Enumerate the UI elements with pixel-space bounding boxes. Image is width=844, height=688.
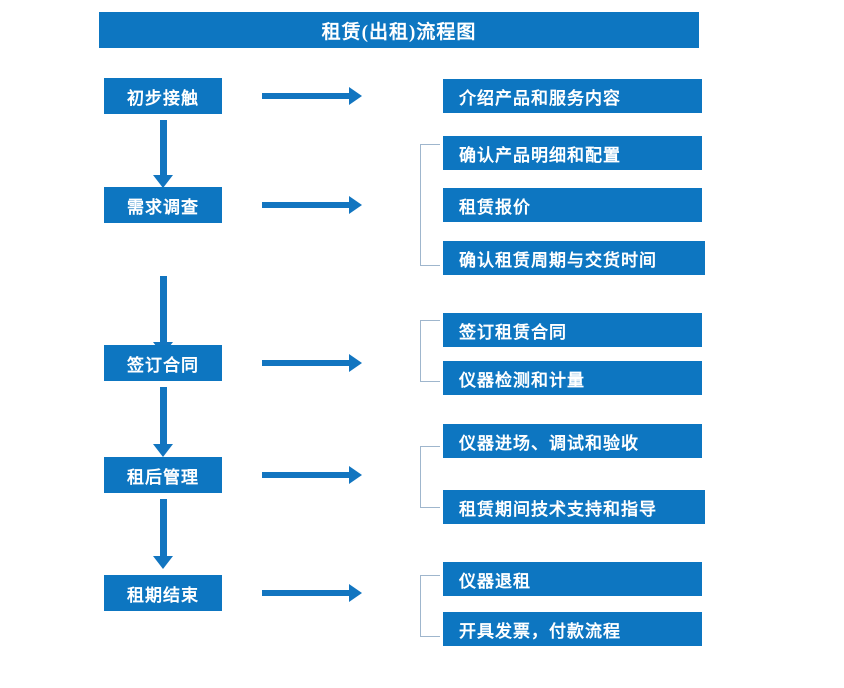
- detail-box-2-2[interactable]: 租赁报价: [443, 188, 702, 222]
- arrow-head: [349, 87, 362, 105]
- group-bracket-4: [420, 446, 440, 508]
- arrow-head: [349, 354, 362, 372]
- detail-box-2-1[interactable]: 确认产品明细和配置: [443, 136, 702, 170]
- arrow-head: [153, 444, 173, 457]
- detail-box-1-1[interactable]: 介绍产品和服务内容: [443, 79, 702, 113]
- arrow-shaft: [262, 472, 349, 478]
- detail-box-5-1[interactable]: 仪器退租: [443, 562, 702, 596]
- arrow-shaft: [160, 120, 167, 176]
- arrow-shaft: [262, 202, 349, 208]
- arrow-head: [349, 466, 362, 484]
- detail-box-4-2[interactable]: 租赁期间技术支持和指导: [443, 490, 705, 524]
- arrow-head: [349, 196, 362, 214]
- stage-box-3[interactable]: 签订合同: [104, 345, 222, 381]
- stage-box-4[interactable]: 租后管理: [104, 457, 222, 493]
- arrow-right-2: [262, 196, 362, 214]
- arrow-right-3: [262, 354, 362, 372]
- detail-box-2-3[interactable]: 确认租赁周期与交货时间: [443, 241, 705, 275]
- detail-box-3-1[interactable]: 签订租赁合同: [443, 313, 702, 347]
- page-title: 租赁(出租)流程图: [99, 12, 699, 48]
- arrow-right-1: [262, 87, 362, 105]
- arrow-shaft: [262, 590, 349, 596]
- arrow-down-3: [153, 387, 173, 457]
- group-bracket-2: [420, 144, 440, 266]
- arrow-head: [153, 556, 173, 569]
- arrow-shaft: [160, 499, 167, 557]
- arrow-shaft: [160, 387, 167, 445]
- arrow-shaft: [262, 93, 349, 99]
- detail-box-3-2[interactable]: 仪器检测和计量: [443, 361, 702, 395]
- stage-box-5[interactable]: 租期结束: [104, 575, 222, 611]
- detail-box-5-2[interactable]: 开具发票，付款流程: [443, 612, 702, 646]
- arrow-shaft: [262, 360, 349, 366]
- detail-box-4-1[interactable]: 仪器进场、调试和验收: [443, 424, 702, 458]
- arrow-head: [349, 584, 362, 602]
- arrow-shaft: [160, 276, 167, 343]
- arrow-right-5: [262, 584, 362, 602]
- stage-box-1[interactable]: 初步接触: [104, 78, 222, 114]
- arrow-right-4: [262, 466, 362, 484]
- group-bracket-3: [420, 320, 440, 382]
- stage-box-2[interactable]: 需求调查: [104, 187, 222, 223]
- arrow-down-1: [153, 120, 173, 188]
- arrow-head: [153, 175, 173, 188]
- arrow-down-4: [153, 499, 173, 569]
- group-bracket-5: [420, 575, 440, 637]
- arrow-down-2: [153, 276, 173, 356]
